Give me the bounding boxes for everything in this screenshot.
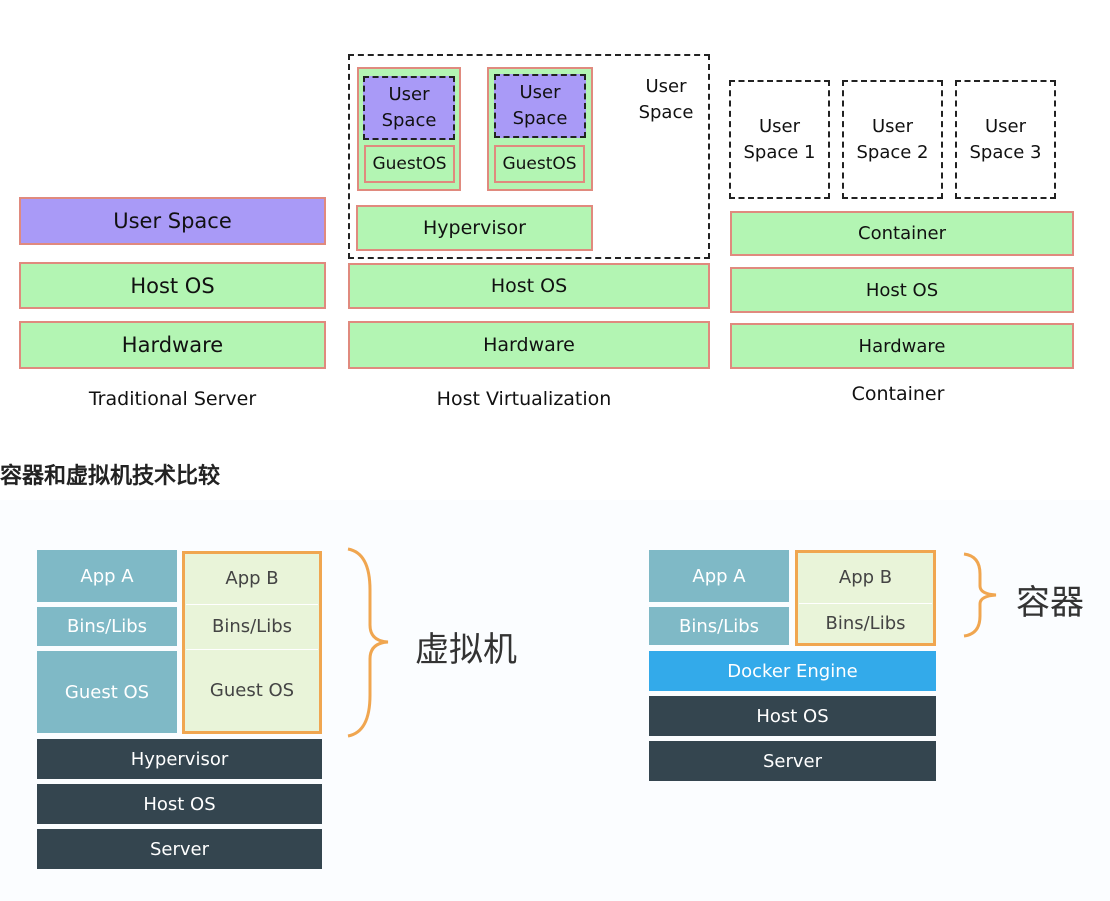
traditional-hardware-label: Hardware — [121, 333, 224, 357]
vm2-user-space-block: User Space — [494, 74, 586, 138]
vm-app-b-divider — [186, 604, 318, 605]
virtualization-hardware-label: Hardware — [483, 334, 575, 356]
vm2-guest-os-block: GuestOS — [494, 145, 585, 183]
virtualization-host-os-block: Host OS — [348, 263, 710, 309]
traditional-host-os-block: Host OS — [19, 262, 326, 309]
container-engine-label: Container — [858, 223, 946, 244]
docker-brace-label: 容器 — [1016, 583, 1084, 623]
docker-brace-icon — [963, 552, 997, 638]
vm-bins-b-block: Bins/Libs — [186, 606, 318, 646]
docker-engine-block: Docker Engine — [649, 651, 936, 691]
container-user-space-1: User Space 1 — [729, 80, 830, 199]
vm-server-label: Server — [149, 838, 210, 860]
container-caption: Container — [851, 383, 945, 405]
container-user-space-2: User Space 2 — [842, 80, 943, 199]
docker-bins-b-block: Bins/Libs — [799, 604, 932, 642]
vm-guest-os-a-block: Guest OS — [37, 651, 177, 733]
user-space-2-line2: Space 2 — [856, 141, 929, 163]
vm1-user-space-line1: User — [388, 84, 430, 105]
virtualization-user-space-line2: Space — [638, 102, 694, 123]
user-space-3-line1: User — [984, 115, 1027, 137]
vm-app-a-label: App A — [80, 565, 134, 587]
docker-app-b-block: App B — [799, 554, 932, 600]
vm-app-b-label: App B — [225, 567, 279, 589]
traditional-hardware-block: Hardware — [19, 321, 326, 369]
vm1-user-space-line2: Space — [381, 110, 437, 131]
vm2-guest-os-label: GuestOS — [502, 154, 577, 174]
container-host-os-block: Host OS — [730, 267, 1074, 313]
vm1-user-space-block: User Space — [363, 76, 455, 140]
vm-bins-a-block: Bins/Libs — [37, 607, 177, 646]
virtualization-user-space-line1: User — [645, 76, 687, 97]
docker-bins-b-label: Bins/Libs — [825, 612, 906, 634]
vm-hypervisor-block: Hypervisor — [37, 739, 322, 779]
container-hardware-label: Hardware — [858, 335, 946, 357]
container-user-space-3: User Space 3 — [955, 80, 1056, 199]
traditional-host-os-label: Host OS — [130, 273, 215, 298]
docker-app-a-label: App A — [692, 565, 746, 587]
virtualization-hardware-block: Hardware — [348, 321, 710, 369]
vm-brace-icon — [347, 547, 389, 738]
docker-app-a-block: App A — [649, 550, 789, 602]
docker-app-b-divider — [799, 603, 932, 604]
hypervisor-label: Hypervisor — [423, 217, 526, 239]
vm-guest-os-b-block: Guest OS — [186, 651, 318, 730]
docker-engine-label: Docker Engine — [727, 660, 858, 682]
vm-guest-os-b-label: Guest OS — [209, 680, 295, 701]
docker-bins-a-block: Bins/Libs — [649, 607, 789, 645]
vm-hypervisor-label: Hypervisor — [130, 748, 229, 770]
vm1-guest-os-label: GuestOS — [372, 154, 447, 174]
user-space-1-line1: User — [758, 115, 801, 137]
vm-app-b-block: App B — [186, 555, 318, 601]
traditional-user-space-block: User Space — [19, 197, 326, 245]
hypervisor-block: Hypervisor — [356, 205, 593, 251]
virtualization-host-os-label: Host OS — [490, 275, 568, 297]
vm2-user-space-line2: Space — [512, 108, 568, 129]
user-space-3-line2: Space 3 — [969, 141, 1042, 163]
vm1-guest-os-block: GuestOS — [364, 145, 455, 183]
vm-guest-os-a-label: Guest OS — [64, 681, 150, 703]
docker-host-os-block: Host OS — [649, 696, 936, 736]
container-engine-block: Container — [730, 211, 1074, 256]
vm-host-os-block: Host OS — [37, 784, 322, 824]
container-host-os-label: Host OS — [865, 279, 939, 301]
user-space-2-line1: User — [871, 115, 914, 137]
vm-app-a-block: App A — [37, 550, 177, 602]
virtualization-user-space-label: User Space — [626, 74, 706, 126]
section-heading: 容器和虚拟机技术比较 — [0, 464, 221, 489]
docker-host-os-label: Host OS — [756, 705, 829, 727]
traditional-user-space-label: User Space — [113, 209, 232, 233]
vm-server-block: Server — [37, 829, 322, 869]
virtualization-dashed-boundary — [348, 54, 710, 259]
docker-bins-a-label: Bins/Libs — [678, 615, 760, 637]
vm-bins-b-label: Bins/Libs — [211, 615, 293, 637]
docker-server-label: Server — [762, 750, 823, 772]
container-hardware-block: Hardware — [730, 323, 1074, 369]
vm-bins-a-label: Bins/Libs — [66, 616, 148, 637]
docker-app-b-label: App B — [838, 566, 893, 588]
vm-brace-label: 虚拟机 — [415, 630, 517, 670]
vm2-user-space-line1: User — [519, 82, 561, 103]
traditional-server-caption: Traditional Server — [88, 388, 257, 410]
vm-bins-b-divider — [186, 649, 318, 650]
user-space-1-line2: Space 1 — [743, 141, 816, 163]
host-virtualization-caption: Host Virtualization — [436, 388, 612, 410]
docker-server-block: Server — [649, 741, 936, 781]
vm-host-os-label: Host OS — [143, 793, 216, 815]
